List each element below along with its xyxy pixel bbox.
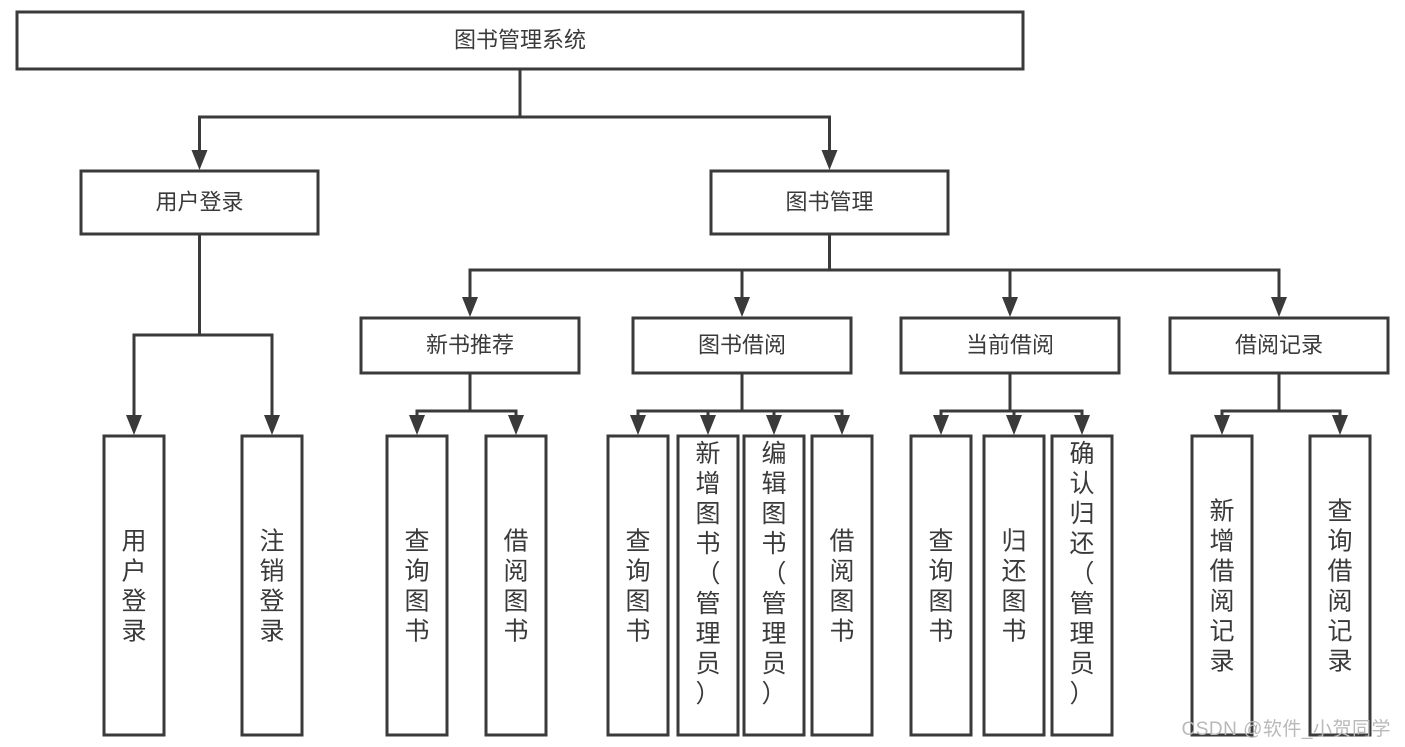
csdn-watermark: CSDN @软件_小贺同学 bbox=[1181, 719, 1391, 740]
node-box-leaf-query-book-rec bbox=[385, 434, 449, 737]
node-label-leaf-logout-login: 注销登录 bbox=[259, 528, 284, 646]
connector-layer bbox=[126, 67, 1348, 435]
node-box-current-borrow bbox=[899, 316, 1121, 375]
arrow-head-leaf-borrow-book bbox=[834, 415, 850, 435]
node-label-leaf-borrow-book-rec: 借阅图书 bbox=[503, 528, 528, 646]
node-label-leaf-confirm-return-admin: 确认归还（管理员） bbox=[1069, 440, 1094, 708]
node-label-leaf-borrow-book: 借阅图书 bbox=[829, 528, 854, 646]
arrow-head-leaf-user-login bbox=[126, 415, 142, 435]
node-label-borrow-record: 借阅记录 bbox=[1235, 332, 1323, 357]
node-box-book-borrow bbox=[631, 316, 853, 375]
arrow-head-leaf-return-book bbox=[1006, 415, 1022, 435]
node-leaf-confirm-return-admin[interactable]: 确认归还（管理员） bbox=[1050, 434, 1114, 737]
node-box-leaf-add-borrow-record bbox=[1190, 434, 1254, 737]
arrow-head-leaf-query-book-current bbox=[933, 415, 949, 435]
arrow-head-leaf-borrow-book-rec bbox=[508, 415, 524, 435]
node-label-leaf-edit-book-admin: 编辑图书（管理员） bbox=[761, 440, 786, 708]
node-leaf-borrow-book-rec[interactable]: 借阅图书 bbox=[484, 434, 548, 737]
node-label-leaf-add-borrow-record: 新增借阅记录 bbox=[1209, 498, 1234, 676]
node-box-leaf-logout-login bbox=[240, 434, 304, 737]
node-book-manage[interactable]: 图书管理 bbox=[709, 169, 950, 236]
node-leaf-borrow-book[interactable]: 借阅图书 bbox=[810, 434, 874, 737]
node-leaf-query-book-current[interactable]: 查询图书 bbox=[909, 434, 973, 737]
node-box-leaf-return-book bbox=[982, 434, 1046, 737]
node-leaf-edit-book-admin[interactable]: 编辑图书（管理员） bbox=[742, 434, 806, 737]
node-box-leaf-borrow-book bbox=[810, 434, 874, 737]
arrow-head-user-login bbox=[191, 150, 208, 170]
node-box-root bbox=[15, 10, 1025, 71]
node-box-leaf-borrow-book-rec bbox=[484, 434, 548, 737]
arrow-head-current-borrow bbox=[1002, 297, 1018, 317]
arrow-head-borrow-record bbox=[1271, 297, 1287, 317]
node-leaf-user-login[interactable]: 用户登录 bbox=[102, 434, 166, 737]
node-label-book-manage: 图书管理 bbox=[785, 189, 873, 214]
node-label-leaf-query-book-current: 查询图书 bbox=[928, 528, 953, 646]
arrow-head-leaf-logout-login bbox=[264, 415, 280, 435]
node-box-leaf-add-book-admin bbox=[676, 434, 740, 737]
node-leaf-query-book-borrow[interactable]: 查询图书 bbox=[606, 434, 670, 737]
arrow-head-book-borrow bbox=[734, 297, 750, 317]
node-label-current-borrow: 当前借阅 bbox=[966, 332, 1054, 357]
node-box-leaf-confirm-return-admin bbox=[1050, 434, 1114, 737]
node-box-new-book-recommend bbox=[359, 316, 581, 375]
arrow-head-leaf-query-borrow-record bbox=[1332, 415, 1348, 435]
arrow-head-book-manage bbox=[821, 150, 838, 170]
node-borrow-record[interactable]: 借阅记录 bbox=[1168, 316, 1390, 375]
node-label-leaf-return-book: 归还图书 bbox=[1001, 528, 1026, 646]
node-book-borrow[interactable]: 图书借阅 bbox=[631, 316, 853, 375]
node-box-book-manage bbox=[709, 169, 950, 236]
node-leaf-add-book-admin[interactable]: 新增图书（管理员） bbox=[676, 434, 740, 737]
node-label-book-borrow: 图书借阅 bbox=[698, 332, 786, 357]
arrow-head-leaf-edit-book-admin bbox=[766, 415, 782, 435]
node-user-login[interactable]: 用户登录 bbox=[79, 169, 320, 236]
node-leaf-query-book-rec[interactable]: 查询图书 bbox=[385, 434, 449, 737]
arrow-head-leaf-add-book-admin bbox=[700, 415, 716, 435]
node-leaf-logout-login[interactable]: 注销登录 bbox=[240, 434, 304, 737]
node-label-root: 图书管理系统 bbox=[454, 27, 586, 52]
node-label-user-login: 用户登录 bbox=[155, 189, 243, 214]
arrow-head-leaf-query-book-borrow bbox=[630, 415, 646, 435]
node-root[interactable]: 图书管理系统 bbox=[15, 10, 1025, 71]
node-label-leaf-add-book-admin: 新增图书（管理员） bbox=[695, 440, 720, 708]
node-label-leaf-user-login: 用户登录 bbox=[121, 528, 146, 646]
arrow-head-leaf-confirm-return-admin bbox=[1074, 415, 1090, 435]
arrow-head-leaf-add-borrow-record bbox=[1214, 415, 1230, 435]
arrow-head-new-book-recommend bbox=[462, 297, 478, 317]
node-box-leaf-edit-book-admin bbox=[742, 434, 806, 737]
node-box-leaf-query-book-current bbox=[909, 434, 973, 737]
node-box-leaf-query-book-borrow bbox=[606, 434, 670, 737]
node-label-leaf-query-borrow-record: 查询借阅记录 bbox=[1327, 498, 1352, 676]
node-new-book-recommend[interactable]: 新书推荐 bbox=[359, 316, 581, 375]
node-layer: 图书管理系统用户登录图书管理新书推荐图书借阅当前借阅借阅记录用户登录注销登录查询… bbox=[15, 10, 1390, 737]
node-box-leaf-user-login bbox=[102, 434, 166, 737]
node-label-leaf-query-book-borrow: 查询图书 bbox=[625, 528, 650, 646]
node-leaf-add-borrow-record[interactable]: 新增借阅记录 bbox=[1190, 434, 1254, 737]
node-box-user-login bbox=[79, 169, 320, 236]
node-box-borrow-record bbox=[1168, 316, 1390, 375]
arrow-head-leaf-query-book-rec bbox=[409, 415, 425, 435]
node-label-leaf-query-book-rec: 查询图书 bbox=[404, 528, 429, 646]
node-leaf-query-borrow-record[interactable]: 查询借阅记录 bbox=[1308, 434, 1372, 737]
node-box-leaf-query-borrow-record bbox=[1308, 434, 1372, 737]
node-leaf-return-book[interactable]: 归还图书 bbox=[982, 434, 1046, 737]
node-label-new-book-recommend: 新书推荐 bbox=[426, 332, 514, 357]
node-current-borrow[interactable]: 当前借阅 bbox=[899, 316, 1121, 375]
